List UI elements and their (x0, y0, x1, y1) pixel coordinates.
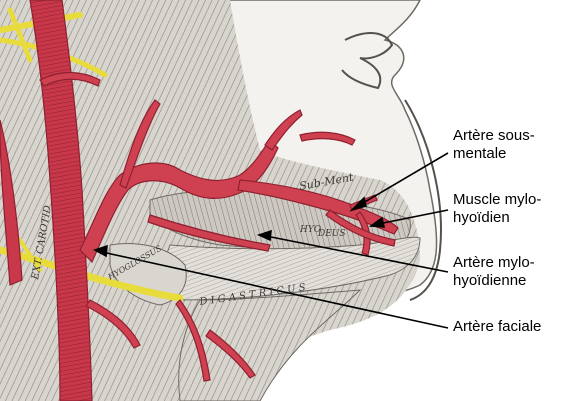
label-artere-sous-mentale: Artère sous- mentale (453, 127, 535, 163)
label-muscle-mylohyoidien: Muscle mylo- hyoïdien (453, 191, 541, 227)
label-artere-mylohyoidienne: Artère mylo- hyoïdienne (453, 254, 535, 290)
label-artere-faciale: Artère faciale (453, 318, 541, 336)
engraved-word-deus: DEUS (317, 229, 346, 239)
